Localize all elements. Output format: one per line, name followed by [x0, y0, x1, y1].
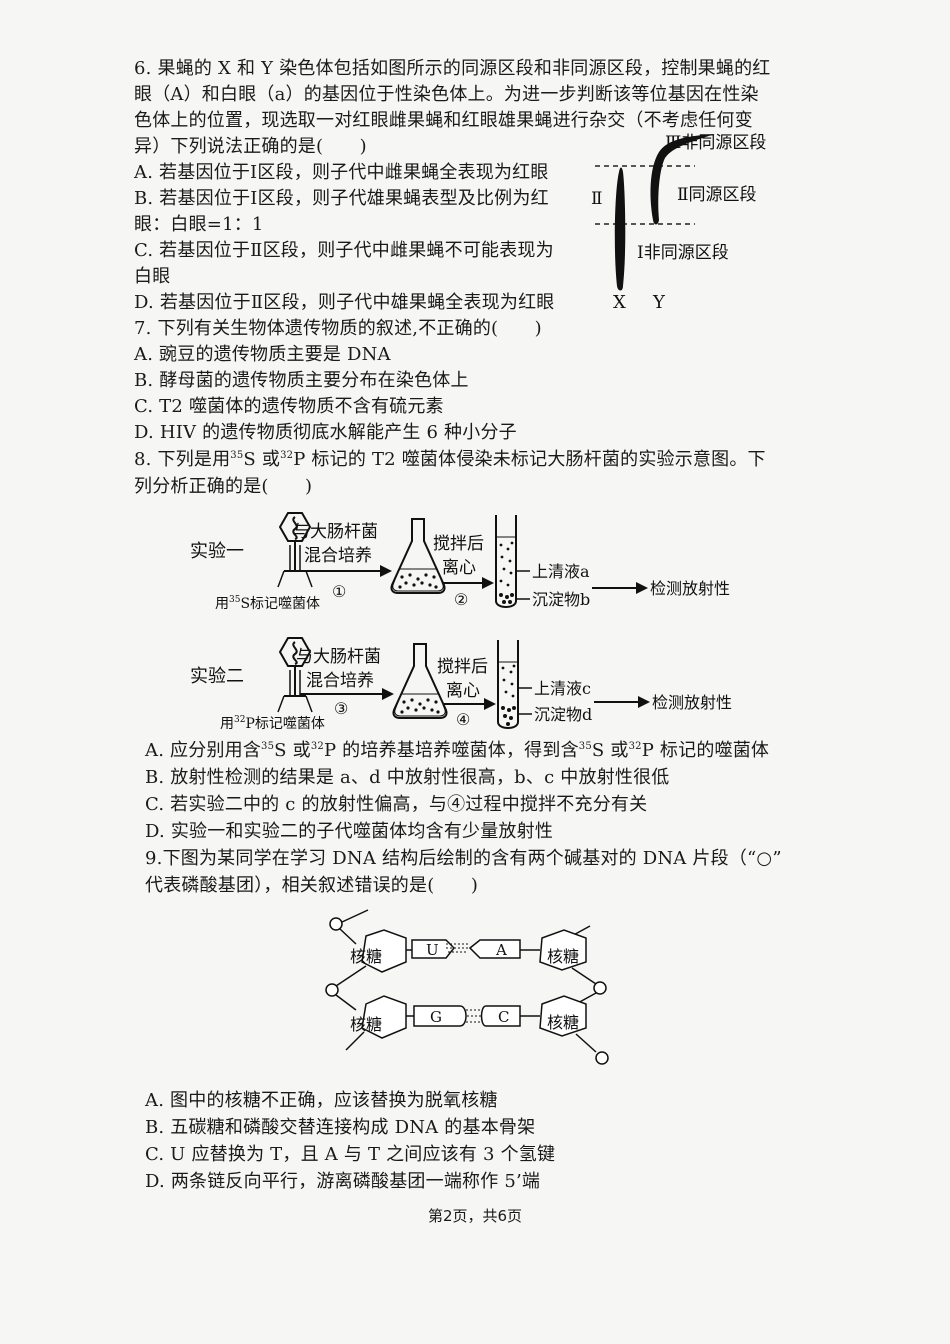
q7-option-b: B. 酵母菌的遗传物质主要分布在染色体上 [134, 370, 469, 391]
xy-chromosome-diagram: Ⅲ非同源区段 Ⅱ Ⅱ同源区段 Ⅰ非同源区段 X Y [591, 133, 766, 313]
centrifuge-tube [495, 515, 517, 608]
q6-stem-line-1: 6. 果蝇的 X 和 Y 染色体包括如图所示的同源区段和非同源区段，控制果蝇的红 [134, 58, 771, 79]
exp1-phage-label: 用35S标记噬菌体 [215, 595, 320, 612]
exp2-mix-line1: 与大肠杆菌 [296, 647, 381, 667]
experiment-1-diagram: 实验一 用35S标记噬菌体 与大肠杆菌 混合培养 ① 搅拌后 离心 [190, 512, 730, 612]
q8-stem-line-2: 列分析正确的是( ) [134, 476, 313, 497]
sugar-label-1: 核糖 [350, 947, 382, 966]
q7-stem: 7. 下列有关生物体遗传物质的叙述,不正确的( ) [134, 318, 542, 339]
label-y: Y [652, 292, 666, 313]
exp2-label: 实验二 [190, 666, 244, 687]
exp2-supernatant: 上清液c [534, 679, 591, 698]
q9-stem-line-2: 代表磷酸基团），相关叙述错误的是( ) [145, 875, 479, 896]
q6-option-b-cont: 眼：白眼=1：1 [134, 214, 264, 235]
exp2-step-4: ④ [456, 710, 470, 729]
q9-option-b: B. 五碳糖和磷酸交替连接构成 DNA 的基本骨架 [145, 1117, 536, 1138]
base-u [411, 939, 456, 959]
base-u-label: U [426, 941, 439, 959]
q9-option-c: C. U 应替换为 T，且 A 与 T 之间应该有 3 个氢键 [145, 1144, 556, 1165]
base-g-label: G [430, 1008, 442, 1026]
base-c [480, 1005, 521, 1027]
dna-fragment-diagram: 核糖 核糖 U A G C 核糖 核糖 [325, 909, 609, 1065]
label-region-ii: Ⅱ同源区段 [677, 185, 757, 205]
exp1-step-1: ① [332, 582, 346, 601]
label-region-i: Ⅰ非同源区段 [637, 243, 729, 263]
base-g [413, 1005, 467, 1027]
exp1-stir-line1: 搅拌后 [433, 534, 484, 554]
label-region-ii-left: Ⅱ [591, 189, 603, 209]
q8-option-c: C. 若实验二中的 c 的放射性偏高，与④过程中搅拌不充分有关 [145, 794, 648, 815]
x-chromosome [614, 167, 626, 291]
exp1-mix-line1: 与大肠杆菌 [293, 522, 378, 542]
q7-option-c: C. T2 噬菌体的遗传物质不含有硫元素 [134, 396, 444, 417]
q6-option-b: B. 若基因位于Ⅰ区段，则子代雄果蝇表型及比例为红 [134, 188, 549, 209]
sugar-label-3: 核糖 [350, 1015, 382, 1034]
right-strand [539, 925, 609, 1065]
left-strand [325, 909, 407, 1051]
centrifuge-tube [497, 640, 519, 729]
exp2-sediment: 沉淀物d [534, 705, 592, 724]
q7-option-a: A. 豌豆的遗传物质主要是 DNA [134, 344, 391, 365]
phage-icon [277, 512, 313, 588]
exp1-label: 实验一 [190, 541, 244, 562]
q8-option-b: B. 放射性检测的结果是 a、d 中放射性很高，b、c 中放射性很低 [145, 767, 670, 788]
base-c-label: C [498, 1008, 509, 1026]
exp2-detect: 检测放射性 [652, 693, 732, 712]
q6-stem-line-4: 异）下列说法正确的是( ) [134, 136, 367, 157]
exp2-step-3: ③ [334, 699, 348, 718]
q9-option-a: A. 图中的核糖不正确，应该替换为脱氧核糖 [145, 1090, 498, 1111]
q6-option-d: D. 若基因位于Ⅱ区段，则子代中雄果蝇全表现为红眼 [134, 292, 555, 313]
q8-stem-line-1: 8. 下列是用35S 或32P 标记的 T2 噬菌体侵染未标记大肠杆菌的实验示意… [134, 449, 766, 470]
q6-stem-line-3: 色体上的位置，现选取一对红眼雌果蝇和红眼雄果蝇进行杂交（不考虑任何变 [134, 110, 753, 131]
exp1-step-2: ② [454, 590, 468, 609]
exp1-detect: 检测放射性 [650, 579, 730, 598]
y-chromosome [650, 134, 715, 225]
experiment-2-diagram: 实验二 用32P标记噬菌体 与大肠杆菌 混合培养 ③ 搅拌后 离心 [190, 637, 732, 732]
label-x: X [613, 292, 626, 313]
culture-flask [390, 518, 446, 594]
exp1-supernatant: 上清液a [532, 562, 590, 581]
phage-icon [277, 637, 313, 713]
label-region-iii: Ⅲ非同源区段 [665, 133, 766, 153]
exp2-mix-line2: 混合培养 [306, 671, 374, 691]
q6-option-c-cont: 白眼 [134, 266, 171, 287]
exp2-stir-line1: 搅拌后 [437, 657, 488, 677]
sugar-label-2: 核糖 [547, 947, 579, 966]
base-a [468, 939, 521, 959]
q9-option-d: D. 两条链反向平行，游离磷酸基团一端称作 5’端 [145, 1171, 541, 1192]
exp2-phage-label: 用32P标记噬菌体 [220, 715, 325, 732]
q6-option-a: A. 若基因位于Ⅰ区段，则子代中雌果蝇全表现为红眼 [134, 162, 549, 183]
base-a-label: A [495, 941, 507, 959]
exp1-stir-line2: 离心 [442, 558, 476, 578]
q9-stem-line-1: 9.下图为某同学在学习 DNA 结构后绘制的含有两个碱基对的 DNA 片段（“○… [145, 848, 782, 869]
q6-option-c: C. 若基因位于Ⅱ区段，则子代中雌果蝇不可能表现为 [134, 240, 554, 261]
culture-flask [392, 643, 448, 719]
q7-option-d: D. HIV 的遗传物质彻底水解能产生 6 种小分子 [134, 422, 517, 443]
exp1-sediment: 沉淀物b [532, 590, 590, 609]
q8-option-a: A. 应分别用含35S 或32P 的培养基培养噬菌体，得到含35S 或32P 标… [145, 740, 770, 761]
page-footer: 第2页，共6页 [427, 1207, 523, 1225]
exp2-stir-line2: 离心 [446, 681, 480, 701]
exp1-mix-line2: 混合培养 [304, 546, 372, 566]
q8-option-d: D. 实验一和实验二的子代噬菌体均含有少量放射性 [145, 821, 554, 842]
sugar-label-4: 核糖 [547, 1013, 579, 1032]
q6-stem-line-2: 眼（A）和白眼（a）的基因位于性染色体上。为进一步判断该等位基因在性染 [134, 84, 759, 105]
